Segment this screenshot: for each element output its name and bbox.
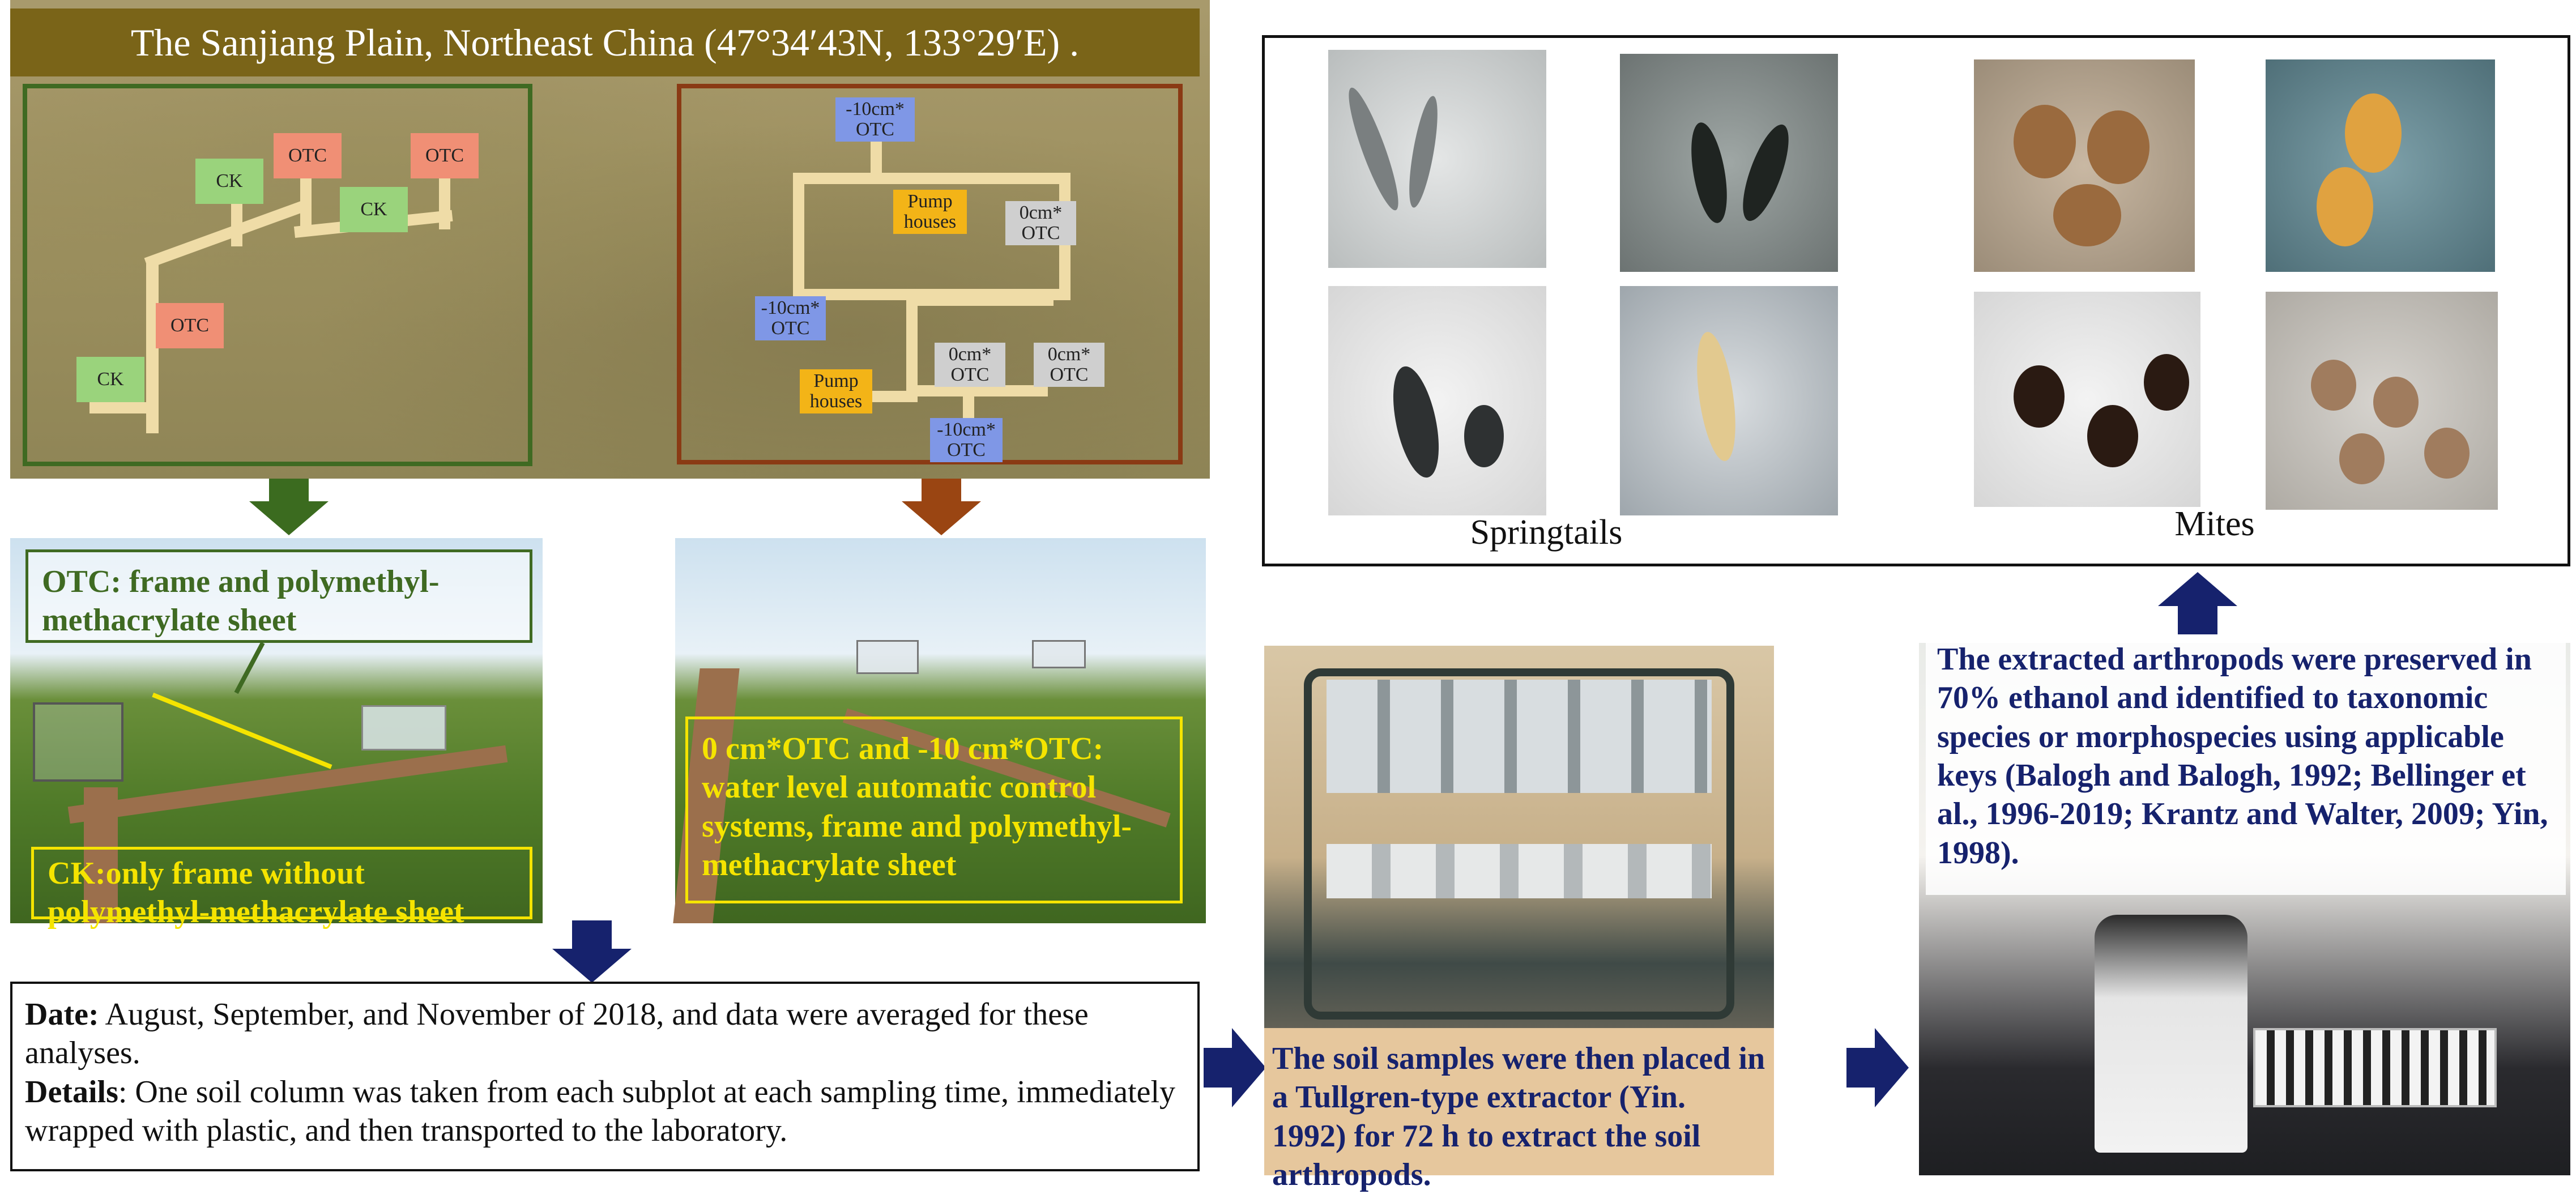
date-label: Date: bbox=[25, 997, 99, 1032]
sampling-date: Date: August, September, and November of… bbox=[25, 995, 1185, 1073]
plot-tag-neg10-otc: -10cm* OTC bbox=[930, 418, 1003, 462]
mite-specimen-image bbox=[2266, 292, 2498, 510]
navy-arrow-up bbox=[2158, 572, 2237, 634]
greenhouse bbox=[33, 702, 123, 782]
walkway-path bbox=[89, 402, 152, 413]
navy-arrow-down bbox=[552, 920, 632, 983]
plot-tag-neg10-otc: -10cm* OTC bbox=[755, 296, 826, 340]
extractor-lamps bbox=[1327, 680, 1712, 793]
brown-arrow-down bbox=[902, 479, 981, 535]
walkway-path bbox=[231, 201, 242, 246]
water-level-field-photo bbox=[673, 538, 1206, 923]
plot-tag-otc: OTC bbox=[156, 303, 224, 348]
walkway-path bbox=[300, 173, 312, 232]
details-label: Details bbox=[25, 1074, 118, 1110]
plot-tag-0cm-otc: 0cm* OTC bbox=[935, 343, 1005, 387]
mites-label: Mites bbox=[2174, 505, 2255, 543]
navy-arrow-right bbox=[1204, 1028, 1266, 1107]
walkway bbox=[67, 745, 508, 824]
microscope bbox=[2095, 915, 2247, 1153]
plot-tag-pump-houses: Pump houses bbox=[893, 190, 967, 234]
water-level-plot-frame bbox=[677, 84, 1183, 464]
walkway-path bbox=[963, 385, 974, 425]
water-level-label: 0 cm*OTC and -10 cm*OTC: water level aut… bbox=[685, 717, 1183, 903]
ck-otc-plot-frame bbox=[23, 84, 532, 466]
details-text: : One soil column was taken from each su… bbox=[25, 1074, 1176, 1148]
extractor-frame bbox=[1304, 668, 1734, 1020]
walkway-path bbox=[793, 173, 804, 300]
springtail-specimen-image bbox=[1328, 286, 1546, 515]
walkway-path bbox=[906, 385, 1048, 396]
sampling-details-box: Date: August, September, and November of… bbox=[10, 982, 1200, 1171]
green-arrow-down bbox=[249, 479, 329, 535]
extractor-caption: The soil samples were then placed in a T… bbox=[1264, 1028, 1774, 1192]
walkway-path bbox=[146, 258, 159, 433]
otc-label: OTC: frame and polymethyl-methacrylate s… bbox=[25, 549, 532, 643]
ck-label: CK:only frame without polymethyl-methacr… bbox=[31, 847, 532, 929]
walkway-path bbox=[439, 173, 450, 229]
springtail-specimen-image bbox=[1620, 54, 1838, 272]
greenhouse bbox=[1032, 640, 1086, 668]
date-text: August, September, and November of 2018,… bbox=[25, 997, 1089, 1071]
springtail-specimen-image bbox=[1328, 50, 1546, 268]
greenhouse bbox=[361, 705, 446, 750]
extractor-funnels bbox=[1327, 844, 1712, 898]
plot-tag-pump-houses: Pump houses bbox=[800, 369, 872, 413]
walkway-path bbox=[871, 136, 882, 176]
plot-tag-otc: OTC bbox=[274, 133, 342, 178]
plot-tag-ck: CK bbox=[195, 159, 263, 204]
greenhouse bbox=[856, 640, 919, 674]
plot-tag-ck: CK bbox=[340, 187, 408, 232]
plot-tag-0cm-otc: 0cm* OTC bbox=[1034, 343, 1104, 387]
plot-tag-neg10-otc: -10cm* OTC bbox=[835, 97, 915, 142]
walkway bbox=[84, 787, 118, 923]
mite-specimen-image bbox=[2266, 59, 2495, 272]
plot-tag-0cm-otc: 0cm* OTC bbox=[1005, 201, 1076, 245]
plot-tag-ck: CK bbox=[76, 357, 144, 402]
sampling-details: Details: One soil column was taken from … bbox=[25, 1073, 1185, 1150]
walkway-path bbox=[793, 173, 1071, 184]
site-title: The Sanjiang Plain, Northeast China (47°… bbox=[10, 8, 1200, 76]
springtail-specimen-image bbox=[1620, 286, 1838, 515]
mite-specimen-image bbox=[1974, 59, 2195, 272]
identification-caption: The extracted arthropods were preserved … bbox=[1926, 634, 2566, 895]
springtails-label: Springtails bbox=[1470, 513, 1623, 552]
walkway-path bbox=[906, 295, 1054, 306]
mite-specimen-image bbox=[1974, 292, 2200, 507]
walkway-path bbox=[906, 289, 918, 396]
plot-tag-otc: OTC bbox=[411, 133, 479, 178]
navy-arrow-right bbox=[1846, 1028, 1909, 1107]
walkway-path bbox=[867, 391, 918, 402]
sample-tray bbox=[2253, 1028, 2497, 1107]
